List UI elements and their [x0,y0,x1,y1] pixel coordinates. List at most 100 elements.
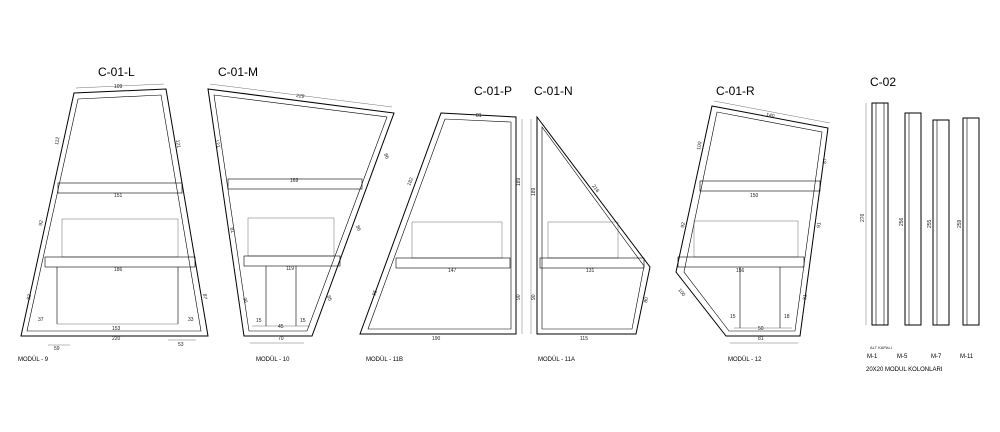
dimension-label: 90 [531,294,537,300]
dimension-label: 100 [676,288,686,298]
dimension-label: 220 [112,336,121,342]
module-inner-outline [213,94,388,332]
module-c01-r: C-01-R 140 100 87 150 92 91 81 156 100 1… [675,84,831,363]
module-title: C-01-M [218,65,258,79]
module-inner-outline [367,118,512,330]
dimension-line [209,83,393,108]
module-inner-outline [26,94,202,332]
desk-shelf [677,256,805,268]
dimension-label: 81 [802,294,809,300]
upper-shelf [699,180,821,192]
module-title: C-01-L [98,65,135,79]
desk-shelf [539,257,645,269]
dimension-label: 150 [750,193,759,199]
dimension-label: 156 [736,268,745,274]
dimension-label: 151 [114,193,123,199]
dimension-label: 80 [643,297,650,304]
dimension-line [713,100,831,124]
module-outline [675,105,829,337]
screen-panel [247,217,335,257]
dimension-label: 182 [406,177,415,187]
desk-shelf [395,257,511,269]
dimension-label: 45 [278,324,284,330]
dimension-label: 186 [114,267,123,273]
dimension-label: 86 [382,153,390,160]
upper-shelf [227,178,363,190]
dimension-label: 37 [38,317,44,323]
dimension-label: 15 [730,314,736,320]
module-title: C-01-N [534,84,573,98]
dimension-label: 153 [112,326,121,332]
dimension-label: 82 [26,294,33,301]
dimension-label: 86 [354,225,362,232]
dimension-label: 81 [758,336,764,342]
dimension-label: 15 [256,318,262,324]
module-inner-outline [683,111,823,332]
dimension-label: 36 [241,297,248,304]
dimension-label: 70 [278,336,284,342]
dimension-label: 216 [590,184,600,194]
columns-caption: 20X20 MODUL KOLONLARI [866,367,943,373]
module-caption: MODÜL - 9 [18,356,49,363]
module-c01-l: C-01-L 109 121 112 151 92 186 82 87 37 3… [18,65,209,363]
columns-c02: C-02 276 ALT KAPALI M-1 256 M-5 255 M-7 … [860,75,980,373]
columns-title: C-02 [870,75,896,89]
module-caption: MODÜL - 11B [366,356,403,363]
dimension-label: 91 [816,222,823,228]
module-c01-n: C-01-N 216 189 131 90 80 115 MODÜL - 11A [530,84,651,363]
dimension-label: 85 [325,295,333,302]
dimension-label: 53 [178,342,184,348]
dimension-label: 90 [516,294,522,300]
dimension-label: 50 [758,326,764,332]
dimension-label: 140 [766,112,776,120]
dimension-label: 256 [899,217,905,226]
dimension-label: 115 [580,336,588,342]
desk-shelf [44,256,196,268]
module-outline [359,112,517,335]
dimension-label: 229 [296,93,305,100]
module-title: C-01-R [716,84,755,98]
module-title: C-01-P [474,84,512,98]
dimension-label: 255 [927,219,933,228]
column-label: M-5 [897,354,908,360]
column-label: M-1 [867,354,878,360]
dimension-line [75,83,165,89]
dimension-label: 87 [822,158,829,164]
dimension-label: 109 [114,84,123,90]
dimension-label: 33 [188,317,194,323]
dimension-label: 189 [531,187,537,196]
screen-panel [61,218,179,258]
column-m1 [871,102,889,326]
column-m5 [904,112,922,326]
module-outline [20,88,209,337]
screen-panel [693,220,799,258]
column-label: M-7 [931,354,942,360]
module-c01-m: C-01-M 229 121 86 169 86 81 119 36 85 15… [207,65,395,363]
dimension-label: 95 [371,289,379,297]
module-caption: MODÜL - 12 [728,356,762,363]
screen-panel [547,221,619,259]
module-caption: MODÜL - 10 [256,356,290,363]
dimension-label: 81 [228,227,235,234]
dimension-label: 18 [784,314,790,320]
dimension-label: 87 [201,293,208,300]
dimension-label: 15 [300,318,306,324]
dimension-label: 100 [696,141,703,150]
dimension-label: 92 [680,222,687,229]
module-c01-p: C-01-P 81 182 189 147 95 90 190 MODÜL - … [359,84,523,363]
column-m7 [932,119,950,326]
dimension-label: 92 [38,220,45,227]
dimension-label: 119 [286,266,294,272]
dimension-label: 169 [290,178,299,184]
column-m11 [962,117,980,326]
module-outline [536,115,651,335]
module-caption: MODÜL - 11A [538,356,575,363]
dimension-label: 121 [174,139,181,148]
dimension-label: 259 [957,219,963,228]
column-note: ALT KAPALI [870,345,892,350]
dimension-label: 59 [54,346,60,352]
dimension-label: 190 [432,336,441,342]
dimension-label: 112 [54,136,61,145]
module-outline [207,88,395,337]
desk-shelf [243,255,341,267]
